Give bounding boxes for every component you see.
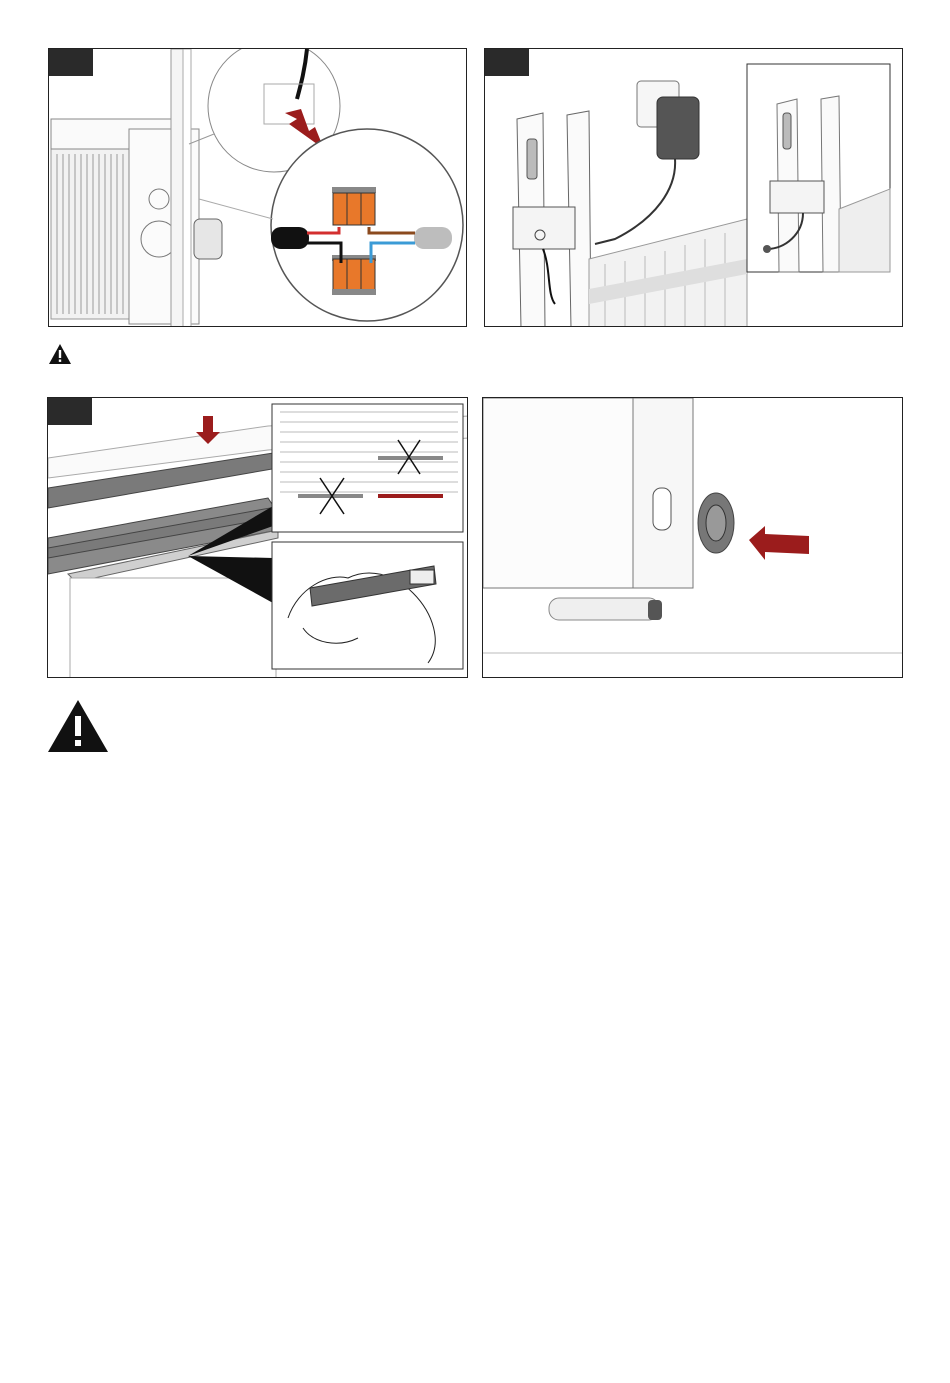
power-adapter (657, 97, 699, 159)
power-adapter-illustration (485, 49, 903, 327)
panel-step-2 (484, 48, 903, 327)
panel-step-1 (48, 48, 467, 327)
heater-wiring-illustration (49, 49, 467, 327)
slat-insertion-illustration (48, 398, 468, 678)
panel-step-3 (47, 397, 468, 678)
wire-terminal-top (333, 193, 375, 225)
warning-icon (48, 343, 72, 365)
wire-terminal-bottom (333, 259, 375, 291)
warning-icon-large (46, 698, 110, 754)
cover-cap-illustration (483, 398, 903, 678)
panel-step-4 (482, 397, 903, 678)
insert-arrow (749, 526, 809, 560)
